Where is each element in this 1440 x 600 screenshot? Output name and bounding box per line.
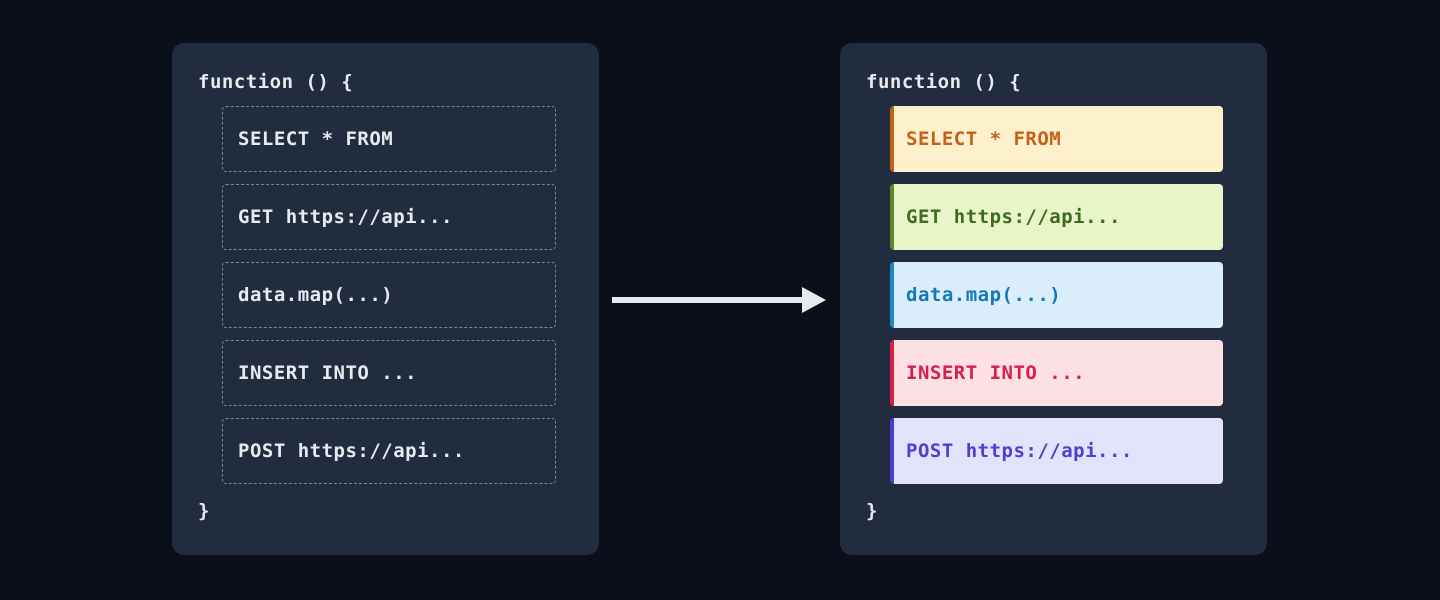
right-arrow-icon: [612, 283, 828, 317]
statement-label: GET https://api...: [238, 206, 453, 228]
function-close-line: }: [866, 500, 878, 522]
before-statement-list: SELECT * FROM GET https://api... data.ma…: [222, 106, 565, 484]
function-open-line: function () {: [198, 71, 354, 93]
function-close-line: }: [198, 500, 210, 522]
statement-item-highlighted: POST https://api...: [890, 418, 1223, 484]
statement-item-highlighted: data.map(...): [890, 262, 1223, 328]
before-panel: function () { SELECT * FROM GET https://…: [172, 43, 599, 555]
statement-item-highlighted: INSERT INTO ...: [890, 340, 1223, 406]
statement-item: POST https://api...: [222, 418, 556, 484]
after-panel: function () { SELECT * FROM GET https://…: [840, 43, 1267, 555]
statement-item-highlighted: SELECT * FROM: [890, 106, 1223, 172]
after-statement-list: SELECT * FROM GET https://api... data.ma…: [890, 106, 1233, 484]
statement-item: INSERT INTO ...: [222, 340, 556, 406]
statement-item: GET https://api...: [222, 184, 556, 250]
statement-label: POST https://api...: [906, 440, 1133, 462]
statement-item: SELECT * FROM: [222, 106, 556, 172]
statement-label: SELECT * FROM: [238, 128, 394, 150]
statement-item-highlighted: GET https://api...: [890, 184, 1223, 250]
statement-label: POST https://api...: [238, 440, 465, 462]
statement-label: INSERT INTO ...: [906, 362, 1086, 384]
statement-label: INSERT INTO ...: [238, 362, 418, 384]
statement-label: SELECT * FROM: [906, 128, 1062, 150]
statement-label: GET https://api...: [906, 206, 1121, 228]
function-open-line: function () {: [866, 71, 1022, 93]
statement-label: data.map(...): [906, 284, 1062, 306]
statement-label: data.map(...): [238, 284, 394, 306]
statement-item: data.map(...): [222, 262, 556, 328]
